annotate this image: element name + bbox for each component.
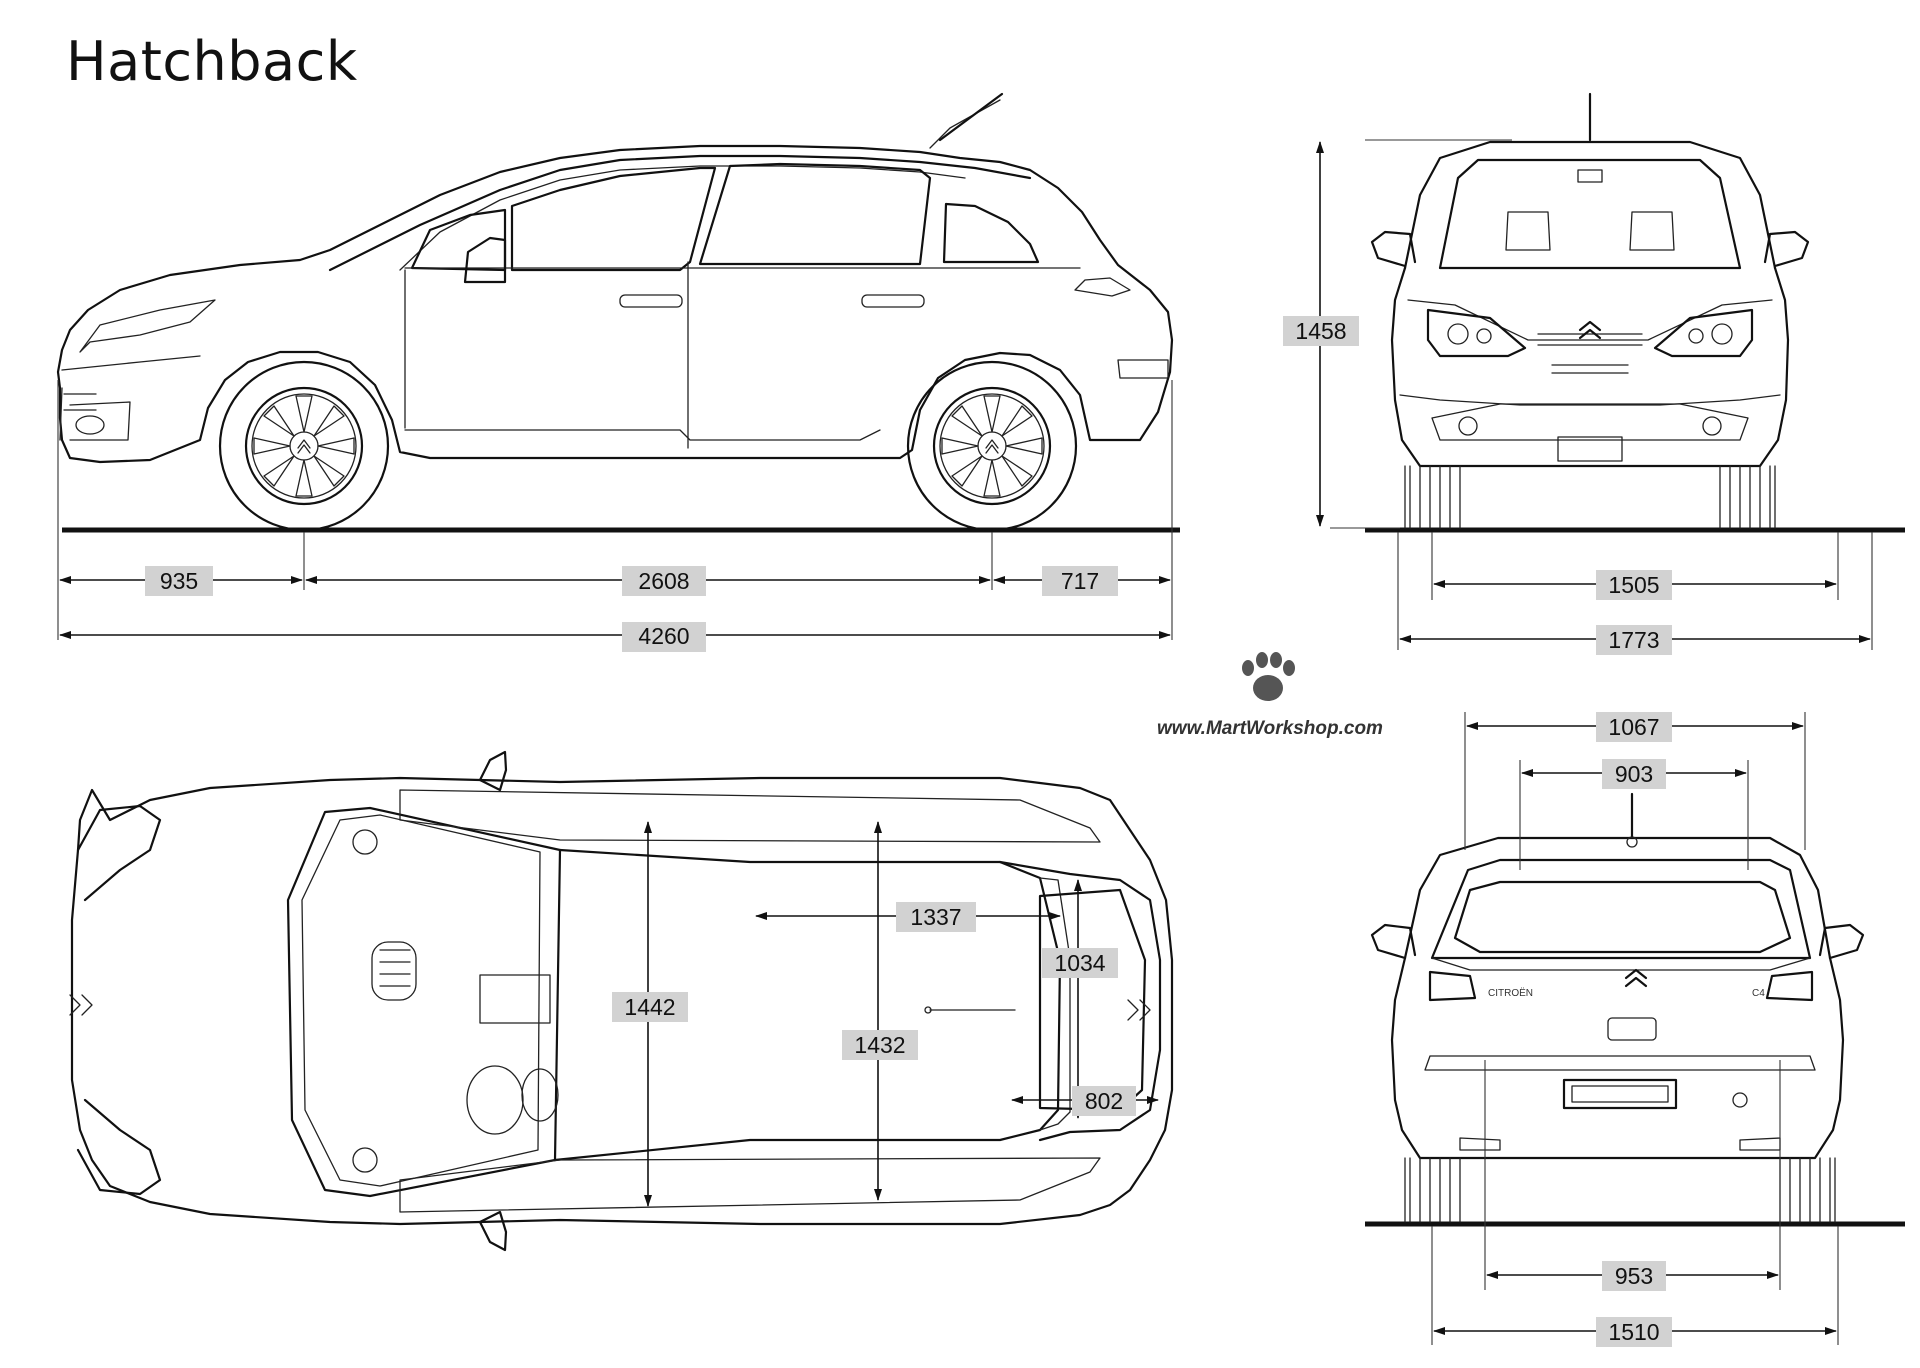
rear-wheel (906, 360, 1078, 532)
dim-wheelbase: 2608 (638, 568, 689, 594)
dim-cabin-width-front: 1442 (624, 994, 675, 1020)
top-view: 1442 1432 1337 1034 802 (69, 750, 1174, 1252)
dim-cargo-length: 1337 (910, 904, 961, 930)
rear-view: CITROËN C4 1067 903 (1365, 712, 1905, 1347)
side-view: 935 2608 717 4260 (56, 92, 1180, 652)
dim-rear-opening: 953 (1615, 1263, 1653, 1289)
dim-length: 4260 (638, 623, 689, 649)
dim-track-front: 1505 (1608, 572, 1659, 598)
model-badge: C4 (1752, 988, 1765, 999)
brand-badge: CITROËN (1488, 987, 1533, 999)
page-title: Hatchback (66, 30, 358, 93)
front-view: 1458 1505 1773 (1283, 92, 1905, 655)
dim-rear-overhang: 717 (1061, 568, 1099, 594)
dim-width: 1773 (1608, 627, 1659, 653)
front-body-outline (1370, 92, 1810, 529)
dim-height: 1458 (1295, 318, 1346, 344)
dim-cabin-width-rear: 1432 (854, 1032, 905, 1058)
dim-cargo-depth: 802 (1085, 1088, 1123, 1114)
dim-roof-width: 1067 (1608, 714, 1659, 740)
dim-track-rear: 1510 (1608, 1319, 1659, 1345)
watermark-text: www.MartWorkshop.com (1157, 718, 1383, 739)
dim-front-overhang: 935 (160, 568, 198, 594)
watermark-logo: www.MartWorkshop.com (1157, 652, 1383, 739)
front-wheel (218, 360, 390, 532)
rear-body-outline: CITROËN C4 (1370, 792, 1865, 1223)
front-dimensions: 1458 1505 1773 (1283, 139, 1873, 655)
rear-dimensions: 1067 903 953 1510 (1431, 712, 1839, 1347)
paw-icon (1242, 652, 1295, 701)
side-dimensions: 935 2608 717 4260 (57, 380, 1173, 652)
top-body-outline (69, 750, 1174, 1252)
side-body-outline (56, 92, 1174, 464)
dim-window-width: 903 (1615, 761, 1653, 787)
dim-cargo-width: 1034 (1054, 950, 1105, 976)
top-dimensions: 1442 1432 1337 1034 802 (612, 821, 1159, 1207)
